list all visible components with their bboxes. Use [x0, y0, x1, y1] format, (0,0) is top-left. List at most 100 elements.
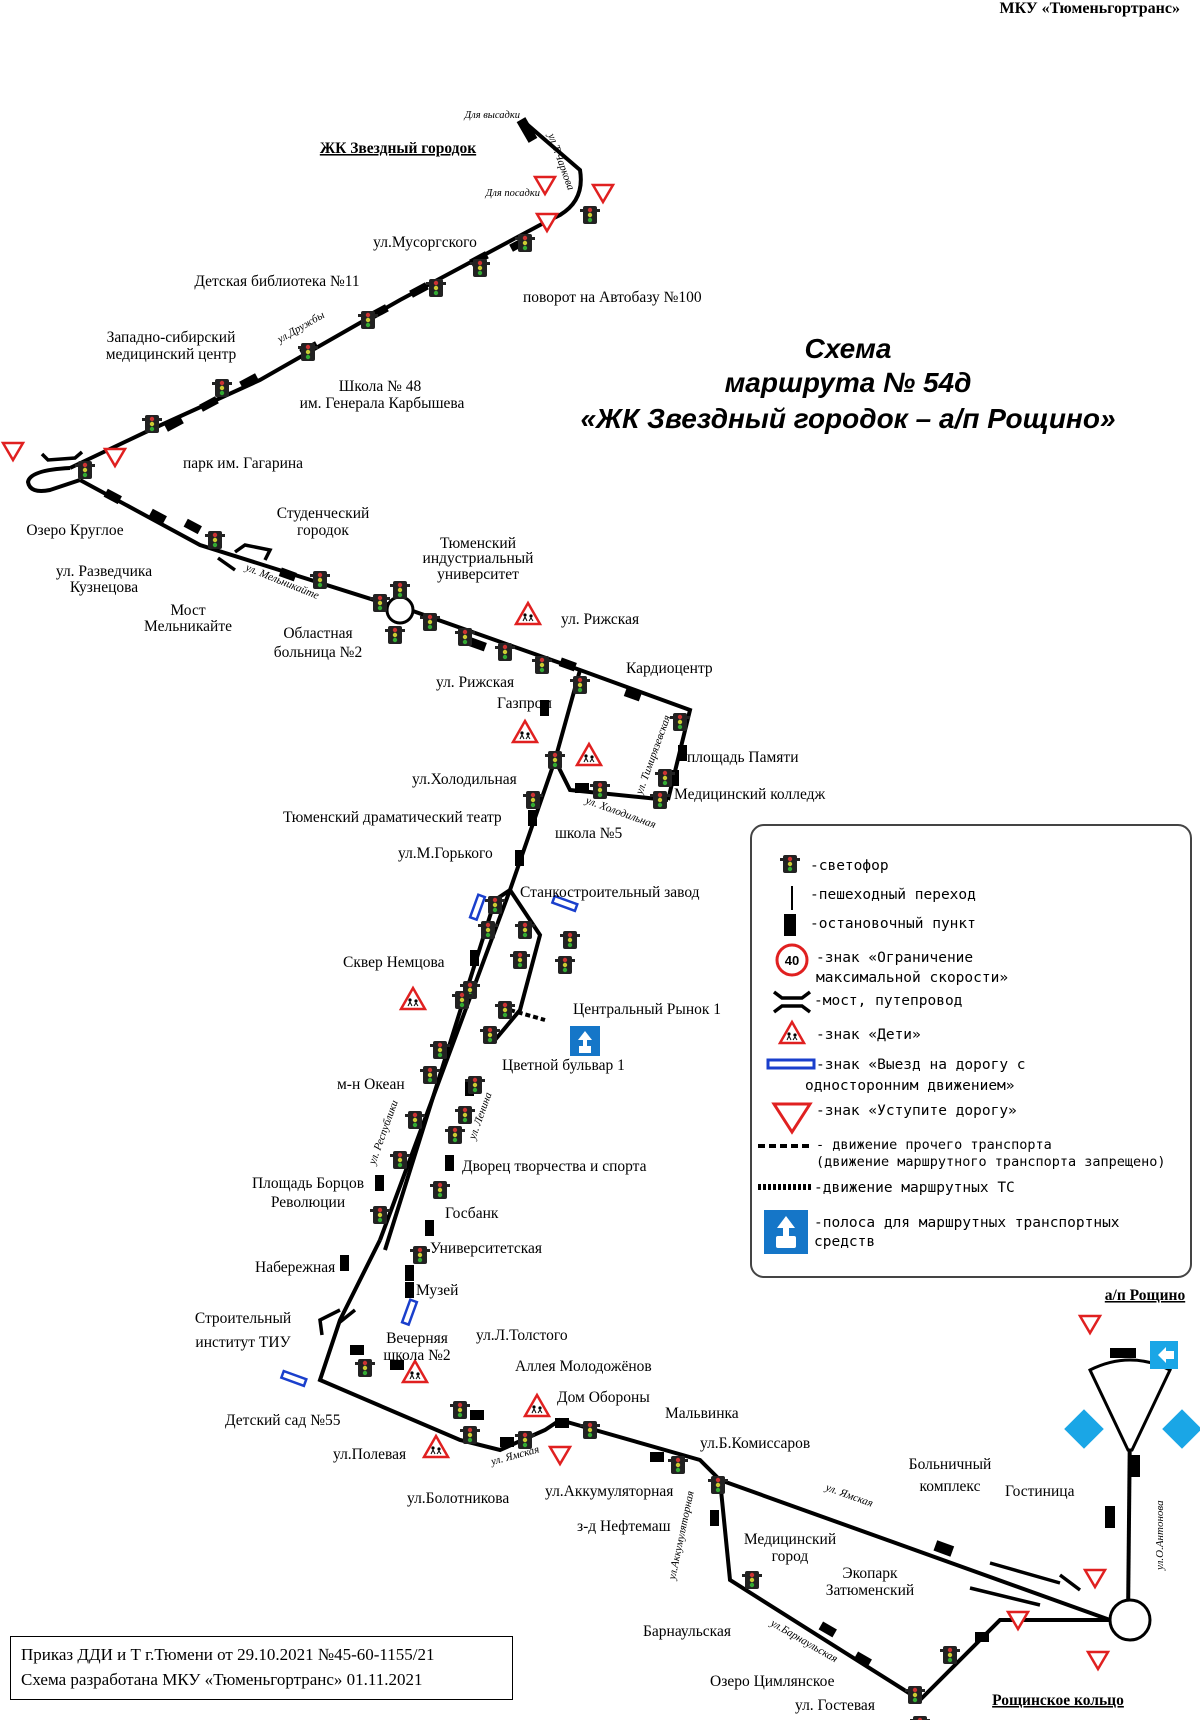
- legend-route: -движение маршрутных ТС: [814, 1180, 1015, 1196]
- oneway-signs: [279, 893, 579, 1388]
- stop-label: Дом Обороны: [557, 1389, 650, 1406]
- stop-label: Кузнецова: [70, 579, 138, 596]
- stop-label: Вечерняя: [386, 1330, 448, 1347]
- street-label: ул.О.Антонова: [1154, 1500, 1166, 1571]
- legend-other-1: - движение прочего транспорта: [816, 1137, 1052, 1153]
- stop-label: больница №2: [274, 644, 362, 661]
- street-label: ул.Дружбы: [275, 309, 328, 346]
- legend-lane-icon: [764, 1210, 808, 1254]
- stop-label: Строительный: [195, 1310, 291, 1327]
- stop-label: Областная: [283, 625, 352, 642]
- stop-label: университет: [437, 566, 519, 583]
- stop-label: ул. Рижская: [436, 674, 514, 691]
- stop-label: Революции: [271, 1194, 345, 1211]
- legend-content: -светофор -пешеходный переход -остановоч…: [758, 855, 1166, 1254]
- stop-label: Барнаульская: [643, 1623, 731, 1640]
- title-line-3: «ЖК Звездный городок – а/п Рощино»: [580, 403, 1115, 434]
- stop-label: Студенческий: [277, 505, 370, 522]
- stop-label: Кардиоцентр: [626, 660, 713, 677]
- stop-label: медицинский центр: [106, 346, 237, 363]
- stop-label: институт ТИУ: [195, 1334, 290, 1351]
- stop-label: Гостиница: [1005, 1483, 1075, 1500]
- stop-label: Университетская: [430, 1240, 542, 1257]
- stop-label: поворот на Автобазу №100: [523, 289, 702, 306]
- legend-oneway-icon: [766, 1058, 816, 1070]
- stop-label: ул.М.Горького: [398, 845, 493, 862]
- stop-label: Набережная: [255, 1259, 335, 1276]
- stop-label: ул.Л.Толстого: [476, 1327, 568, 1344]
- footer-line-2: Схема разработана МКУ «Тюменьгортранс» 0…: [21, 1670, 423, 1689]
- legend-lane-1: -полоса для маршрутных транспортных: [814, 1215, 1120, 1231]
- stop-label: Мельникайте: [144, 618, 232, 635]
- dropoff-marker: Для высадки: [463, 110, 520, 121]
- legend-yield-icon: [771, 1102, 813, 1135]
- street-label: ул.Аккумуляторная: [666, 1490, 697, 1582]
- legend-bridge-icon: [772, 990, 812, 1014]
- legend-stop: -остановочный пункт: [810, 916, 976, 932]
- stop-label: Затюменский: [826, 1582, 914, 1599]
- stop-label: Экопарк: [842, 1565, 898, 1582]
- roundabout-tiu: [385, 595, 415, 625]
- stop-labels: ул.Мусоргского поворот на Автобазу №100 …: [26, 234, 1074, 1714]
- bus-lane-sign: [570, 1026, 600, 1056]
- stop-label: Западно-сибирский: [107, 329, 236, 346]
- org-header: МКУ «Тюменьгортранс»: [999, 0, 1180, 17]
- stop-label: ул.Полевая: [333, 1446, 406, 1463]
- pickup-marker: Для посадки: [485, 188, 540, 199]
- stop-label: индустриальный: [423, 550, 534, 567]
- stop-label: ул.Мусоргского: [373, 234, 477, 251]
- stop-label: Госбанк: [445, 1205, 499, 1222]
- legend-oneway-1: -знак «Выезд на дорогу с: [816, 1057, 1026, 1073]
- stop-label: ул. Рижская: [561, 611, 639, 628]
- map-title: Схема маршрута № 54д «ЖК Звездный городо…: [580, 333, 1115, 434]
- stop-label: м-н Океан: [337, 1076, 405, 1093]
- stop-label: ул.Аккумуляторная: [545, 1483, 673, 1500]
- legend-traffic-light-icon: [780, 855, 800, 873]
- stop-label: Озеро Цимлянское: [710, 1673, 835, 1690]
- stop-label: ул.Холодильная: [412, 771, 517, 788]
- stop-label: Сквер Немцова: [343, 954, 445, 971]
- terminus-start: ЖК Звездный городок: [320, 140, 476, 157]
- legend-stop-icon: [784, 914, 796, 936]
- stop-label: площадь Памяти: [687, 749, 799, 766]
- stop-label: Медицинский колледж: [674, 786, 826, 803]
- stop-label: Газпром: [497, 695, 552, 712]
- legend-yield: -знак «Уступите дорогу»: [816, 1103, 1017, 1119]
- street-label: ул. Ямская: [823, 1481, 875, 1510]
- footer-line-1: Приказ ДДИ и Т г.Тюмени от 29.10.2021 №4…: [21, 1645, 435, 1664]
- stop-label: город: [772, 1548, 809, 1565]
- footer-order: Приказ ДДИ и Т г.Тюмени от 29.10.2021 №4…: [10, 1636, 513, 1700]
- roundabout-roshchino: [1108, 1598, 1152, 1642]
- stop-label: комплекс: [920, 1478, 981, 1495]
- bridges: [40, 450, 1082, 1607]
- stop-label: з-д Нефтемаш: [577, 1518, 671, 1535]
- stop-label: парк им. Гагарина: [183, 455, 303, 472]
- legend: -светофор -пешеходный переход -остановоч…: [750, 824, 1192, 1278]
- terminus-end: а/п Рощино: [1105, 1287, 1186, 1304]
- title-line-1: Схема: [805, 333, 892, 364]
- stop-label: Озеро Круглое: [26, 522, 123, 539]
- stop-label: ул.Болотникова: [407, 1490, 509, 1507]
- legend-speed-2: максимальной скорости»: [816, 970, 1008, 986]
- stop-label: Площадь Борцов: [252, 1175, 364, 1192]
- stop-label: Медицинский: [744, 1531, 836, 1548]
- legend-speed-icon: [775, 943, 809, 977]
- legend-crossing: -пешеходный переход: [810, 887, 976, 903]
- stop-label: ул.Б.Комиссаров: [700, 1435, 810, 1452]
- direction-arrows: [1064, 1341, 1200, 1449]
- legend-children-icon: [778, 1020, 806, 1045]
- other-traffic-segment: [509, 1008, 546, 1022]
- legend-children: -знак «Дети»: [816, 1027, 921, 1043]
- legend-traffic-light: -светофор: [810, 858, 889, 874]
- stop-label: Больничный: [909, 1456, 992, 1473]
- stop-label: Детская библиотека №11: [194, 273, 359, 290]
- stop-label: городок: [297, 522, 349, 539]
- legend-bridge: -мост, путепровод: [814, 993, 962, 1009]
- terminus-ring: Рощинское кольцо: [992, 1692, 1124, 1709]
- stop-label: Школа № 48: [339, 378, 422, 395]
- legend-speed-value: 40: [785, 953, 799, 968]
- stop-label: Тюменский: [440, 535, 516, 552]
- stop-label: Детский сад №55: [225, 1412, 341, 1429]
- stop-label: им. Генерала Карбышева: [300, 395, 465, 412]
- stop-label: школа №2: [383, 1347, 450, 1364]
